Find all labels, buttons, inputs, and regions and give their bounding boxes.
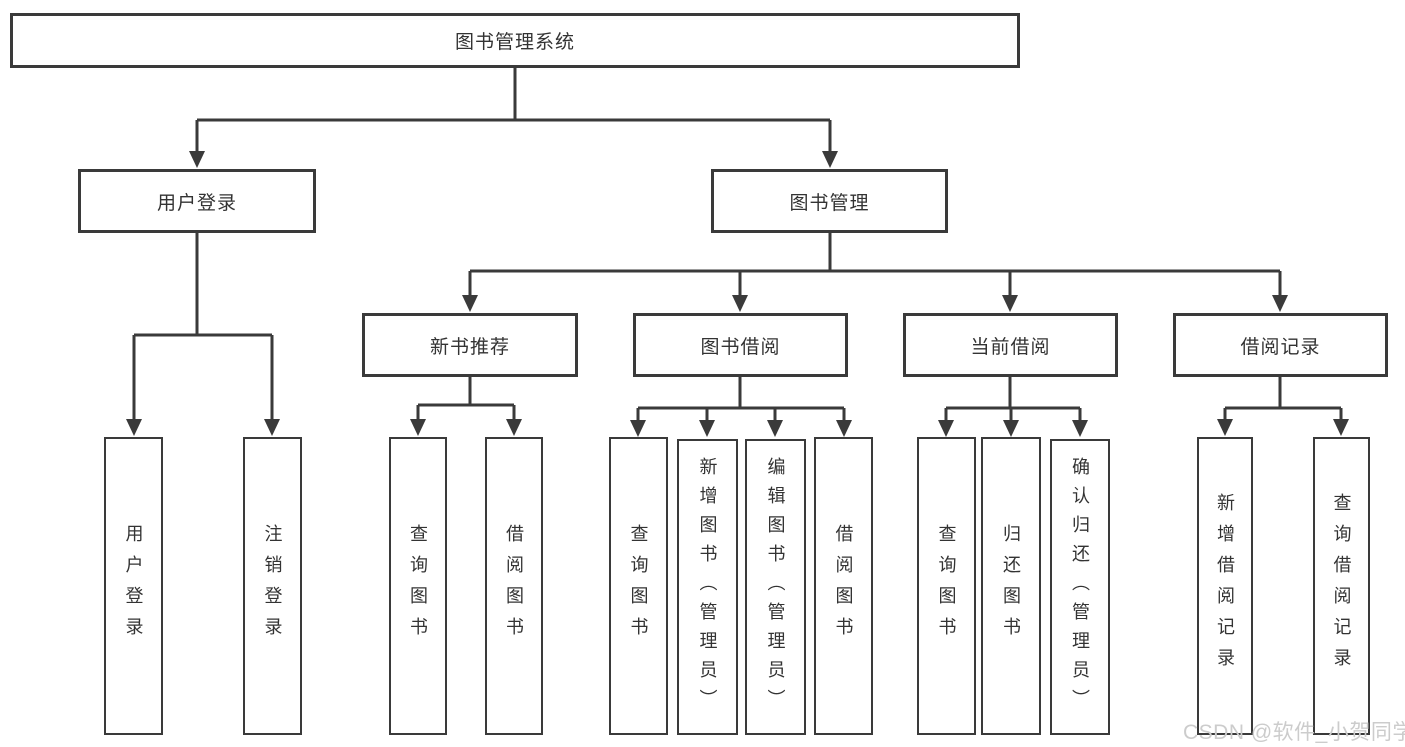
connector-root-to-level2 bbox=[189, 68, 838, 168]
connector-login-children bbox=[126, 233, 280, 436]
node-root-library-system: 图书管理系统 bbox=[10, 13, 1020, 68]
leaf-return-books: 归还图书 bbox=[981, 437, 1041, 735]
leaf-add-borrow-record: 新增借阅记录 bbox=[1197, 437, 1253, 735]
leaf-query-books-borrow: 查询图书 bbox=[609, 437, 668, 735]
leaf-logout: 注销登录 bbox=[243, 437, 302, 735]
leaf-add-book-admin: 新增图书（管理员） bbox=[677, 439, 738, 735]
leaf-borrow-books-recommend: 借阅图书 bbox=[485, 437, 543, 735]
node-book-management: 图书管理 bbox=[711, 169, 948, 233]
connector-management-children bbox=[462, 233, 1288, 312]
connector-records-children bbox=[1217, 377, 1349, 436]
watermark: CSDN @软件_小贺同学 bbox=[1183, 721, 1405, 744]
connector-recommend-children bbox=[410, 377, 522, 436]
leaf-query-books-recommend: 查询图书 bbox=[389, 437, 447, 735]
leaf-query-borrow-record: 查询借阅记录 bbox=[1313, 437, 1370, 735]
leaf-query-books-current: 查询图书 bbox=[917, 437, 976, 735]
leaf-borrow-books-borrow: 借阅图书 bbox=[814, 437, 873, 735]
node-user-login: 用户登录 bbox=[78, 169, 316, 233]
connector-borrow-children bbox=[630, 377, 852, 437]
node-book-borrow: 图书借阅 bbox=[633, 313, 848, 377]
node-current-borrow: 当前借阅 bbox=[903, 313, 1118, 377]
leaf-edit-book-admin: 编辑图书（管理员） bbox=[745, 439, 806, 735]
node-borrow-records: 借阅记录 bbox=[1173, 313, 1388, 377]
connector-current-children bbox=[938, 377, 1088, 437]
node-new-book-recommend: 新书推荐 bbox=[362, 313, 578, 377]
leaf-user-login: 用户登录 bbox=[104, 437, 163, 735]
leaf-confirm-return-admin: 确认归还（管理员） bbox=[1050, 439, 1110, 735]
